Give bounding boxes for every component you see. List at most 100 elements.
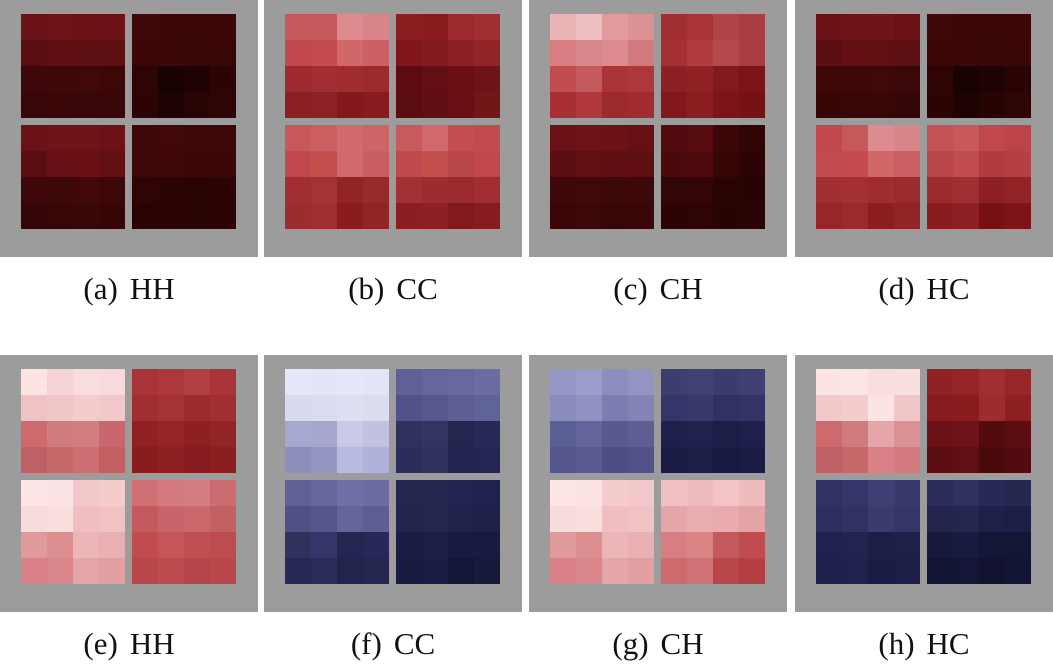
heatmap-cell	[99, 369, 125, 395]
heatmap-cell	[953, 395, 979, 421]
heatmap-cell	[816, 447, 842, 473]
heatmap-cell	[448, 177, 474, 203]
heatmap-cell	[842, 151, 868, 177]
heatmap-cell	[21, 369, 47, 395]
heatmap-cell	[953, 125, 979, 151]
heatmap-cell	[285, 421, 311, 447]
heatmap-cell	[422, 480, 448, 506]
heatmap-cell	[132, 66, 158, 92]
heatmap-cell	[474, 203, 500, 229]
heatmap-cell	[210, 480, 236, 506]
heatmap-cell	[448, 480, 474, 506]
heatmap-cell	[842, 203, 868, 229]
heatmap-cell	[953, 532, 979, 558]
heatmap-cell	[396, 203, 422, 229]
heatmap-cell	[868, 40, 894, 66]
heatmap-quadrant	[816, 480, 920, 584]
heatmap-cell	[687, 369, 713, 395]
heatmap-cell	[73, 506, 99, 532]
heatmap-cell	[422, 421, 448, 447]
heatmap-cell	[311, 40, 337, 66]
heatmap-cell	[422, 92, 448, 118]
heatmap-cell	[337, 369, 363, 395]
heatmap-cell	[132, 532, 158, 558]
heatmap-cell	[661, 177, 687, 203]
heatmap-cell	[628, 177, 654, 203]
heatmap-cell	[953, 421, 979, 447]
heatmap-cell	[602, 480, 628, 506]
heatmap-cell	[687, 92, 713, 118]
heatmap-cell	[927, 125, 953, 151]
caption-label: (e)	[83, 626, 118, 661]
heatmap-cell	[687, 40, 713, 66]
heatmap-cell	[210, 125, 236, 151]
heatmap-cell	[99, 40, 125, 66]
heatmap-cell	[311, 447, 337, 473]
heatmap-cell	[576, 369, 602, 395]
heatmap-cell	[739, 369, 765, 395]
heatmap-cell	[1005, 203, 1031, 229]
heatmap-cell	[448, 40, 474, 66]
heatmap-cell	[184, 203, 210, 229]
heatmap-cell	[842, 92, 868, 118]
heatmap-cell	[184, 92, 210, 118]
heatmap-cell	[816, 14, 842, 40]
heatmap-cell	[739, 447, 765, 473]
heatmap-cell	[158, 203, 184, 229]
heatmap-cell	[311, 151, 337, 177]
heatmap-cell	[979, 92, 1005, 118]
heatmap-cell	[47, 177, 73, 203]
heatmap-cell	[337, 40, 363, 66]
heatmap-cell	[661, 125, 687, 151]
heatmap-panel-c	[529, 0, 787, 257]
heatmap-cell	[550, 177, 576, 203]
heatmap-cell	[210, 532, 236, 558]
heatmap-cell	[396, 14, 422, 40]
heatmap-cell	[979, 151, 1005, 177]
heatmap-cell	[422, 369, 448, 395]
heatmap-quadrant	[661, 480, 765, 584]
heatmap-cell	[448, 421, 474, 447]
heatmap-cell	[979, 506, 1005, 532]
heatmap-quadrant	[661, 14, 765, 118]
heatmap-cell	[816, 369, 842, 395]
heatmap-cell	[474, 506, 500, 532]
heatmap-cell	[311, 14, 337, 40]
heatmap-cell	[576, 506, 602, 532]
heatmap-cell	[210, 558, 236, 584]
heatmap-cell	[47, 480, 73, 506]
heatmap-cell	[550, 532, 576, 558]
heatmap-cell	[285, 151, 311, 177]
heatmap-cell	[285, 177, 311, 203]
heatmap-cell	[311, 203, 337, 229]
heatmap-cell	[550, 66, 576, 92]
heatmap-cell	[602, 558, 628, 584]
heatmap-cell	[953, 66, 979, 92]
heatmap-cell	[661, 558, 687, 584]
heatmap-cell	[953, 203, 979, 229]
heatmap-cell	[713, 203, 739, 229]
heatmap-cell	[739, 506, 765, 532]
heatmap-cell	[661, 203, 687, 229]
heatmap-cell	[210, 40, 236, 66]
heatmap-cell	[550, 395, 576, 421]
heatmap-cell	[396, 40, 422, 66]
heatmap-cell	[285, 92, 311, 118]
heatmap-cell	[576, 177, 602, 203]
heatmap-cell	[448, 151, 474, 177]
heatmap-cell	[448, 447, 474, 473]
heatmap-cell	[1005, 177, 1031, 203]
heatmap-cell	[687, 558, 713, 584]
heatmap-cell	[953, 40, 979, 66]
caption-text: CC	[393, 626, 436, 661]
heatmap-cell	[158, 480, 184, 506]
heatmap-cell	[448, 14, 474, 40]
heatmap-cell	[1005, 421, 1031, 447]
heatmap-cell	[927, 177, 953, 203]
caption-text: HH	[129, 626, 175, 661]
heatmap-cell	[927, 40, 953, 66]
heatmap-cell	[713, 480, 739, 506]
heatmap-cell	[337, 66, 363, 92]
heatmap-cell	[73, 151, 99, 177]
heatmap-cell	[602, 92, 628, 118]
